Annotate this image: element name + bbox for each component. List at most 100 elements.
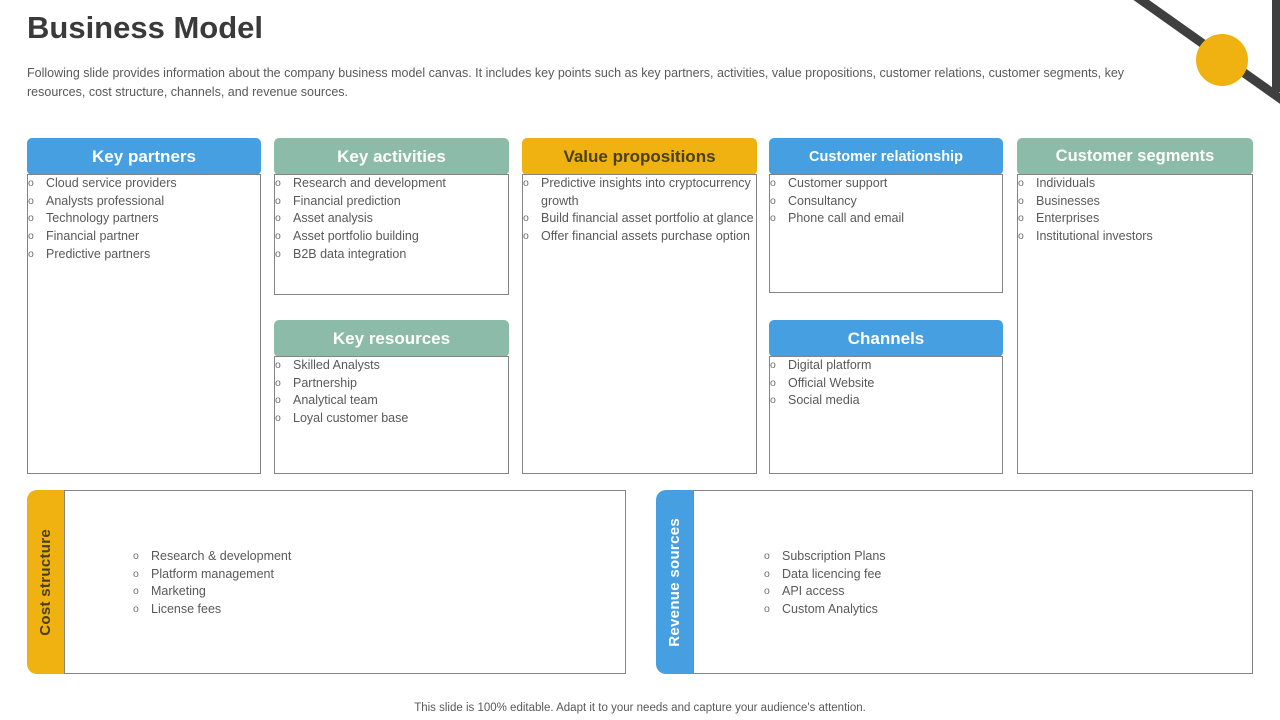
list-item-text: Research & development	[151, 549, 292, 563]
list-item: o Custom Analytics	[764, 601, 1244, 619]
list-item-text: Financial prediction	[293, 193, 401, 208]
bullet-icon: o	[28, 247, 34, 260]
customer-relationship-header: Customer relationship	[769, 138, 1003, 175]
list-item-text: Loyal customer base	[293, 411, 409, 426]
list-item: o Subscription Plans	[764, 548, 1244, 566]
list-item-text: Research and development	[293, 176, 446, 190]
list-item-text: Individuals	[1036, 176, 1096, 190]
list-item: o Phone call and email	[770, 210, 1002, 228]
bullet-icon: o	[133, 550, 139, 562]
bullet-icon: o	[133, 603, 139, 616]
bullet-icon: o	[523, 177, 529, 189]
cost-structure-tab: Cost structure	[27, 490, 64, 674]
list-item-text: Analytical team	[293, 393, 378, 408]
bullet-icon: o	[770, 212, 776, 225]
yellow-circle	[1196, 34, 1248, 86]
bullet-icon: o	[275, 376, 281, 389]
cost-structure-label: Cost structure	[37, 528, 54, 636]
list-item-text: Platform management	[151, 566, 274, 581]
list-item: o Official Website	[770, 375, 1002, 393]
key-resources-header: Key resources	[274, 320, 509, 357]
list-item: o Analytical team	[275, 392, 508, 410]
bullet-icon: o	[770, 376, 776, 389]
slide-title: Business Model	[27, 10, 263, 45]
bullet-icon: o	[275, 247, 281, 260]
list-item-text: Asset portfolio building	[293, 229, 419, 244]
bullet-icon: o	[1018, 194, 1024, 207]
bullet-icon: o	[133, 585, 139, 598]
list-item-text: Predictive partners	[46, 246, 151, 261]
bullet-icon: o	[770, 394, 776, 407]
list-item: o Individuals	[1018, 175, 1252, 193]
list-item-text: Technology partners	[46, 211, 159, 226]
list-item-text: Subscription Plans	[782, 549, 886, 563]
list-item-text: Data licencing fee	[782, 566, 882, 581]
list-item-text: Custom Analytics	[782, 602, 878, 617]
list-item-text: Skilled Analysts	[293, 358, 380, 372]
bullet-icon: o	[764, 585, 770, 598]
bullet-icon: o	[770, 177, 776, 189]
list-item-text: Build financial asset portfolio at glanc…	[541, 211, 754, 226]
list-item-text: Consultancy	[788, 193, 857, 208]
list-item: o Loyal customer base	[275, 410, 508, 428]
slide-subtitle: Following slide provides information abo…	[27, 66, 1125, 100]
list-item: o Predictive partners	[28, 246, 260, 264]
bullet-icon: o	[275, 394, 281, 407]
list-item: o Predictive insights into cryptocurrency…	[523, 175, 756, 210]
list-item-text: Asset analysis	[293, 211, 373, 226]
list-item-text: Cloud service providers	[46, 176, 177, 190]
list-item-text: Offer financial assets purchase option	[541, 229, 750, 244]
bullet-icon: o	[275, 212, 281, 225]
bullet-icon: o	[523, 230, 529, 243]
list-item-text: Marketing	[151, 584, 206, 599]
list-item: o B2B data integration	[275, 246, 508, 264]
bullet-icon: o	[275, 412, 281, 425]
value-propositions-list: o Predictive insights into cryptocurrency…	[523, 175, 756, 246]
list-item: o Partnership	[275, 375, 508, 393]
value-propositions-box: o Predictive insights into cryptocurrency…	[522, 174, 757, 474]
list-item: o Offer financial assets purchase option	[523, 228, 756, 246]
list-item-text: Official Website	[788, 375, 875, 390]
list-item-text: Phone call and email	[788, 211, 905, 226]
bullet-icon: o	[133, 567, 139, 580]
list-item: o Asset portfolio building	[275, 228, 508, 246]
bullet-icon: o	[1018, 177, 1024, 189]
bullet-icon: o	[764, 603, 770, 616]
list-item-text: B2B data integration	[293, 246, 407, 261]
bullet-icon: o	[764, 550, 770, 562]
list-item-text: Digital platform	[788, 358, 872, 372]
list-item-text: Financial partner	[46, 229, 140, 244]
list-item-text: Partnership	[293, 375, 357, 390]
key-partners-header: Key partners	[27, 138, 261, 175]
customer-segments-header: Customer segments	[1017, 138, 1253, 175]
list-item-text: Customer support	[788, 176, 888, 190]
revenue-sources-label: Revenue sources	[666, 517, 683, 647]
bullet-icon: o	[275, 230, 281, 243]
bullet-icon: o	[523, 212, 529, 225]
list-item-text: Predictive insights into cryptocurrency …	[541, 176, 751, 208]
bullet-icon: o	[28, 194, 34, 207]
list-item: o Platform management	[133, 566, 617, 584]
